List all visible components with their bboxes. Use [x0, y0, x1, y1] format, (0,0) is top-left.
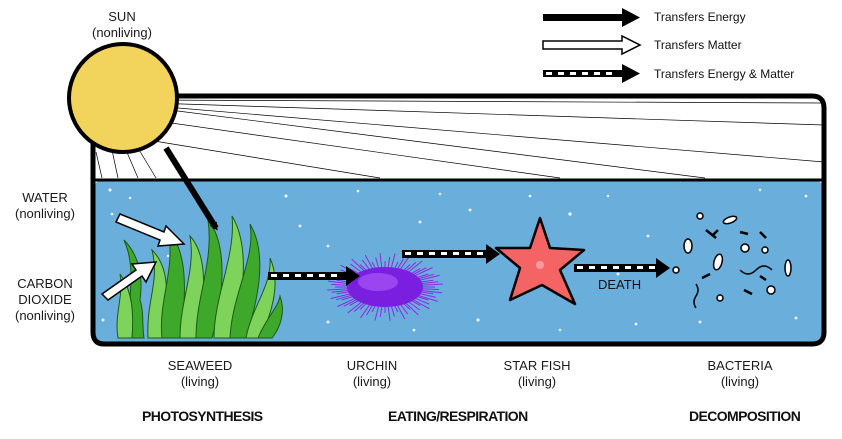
water-body	[93, 180, 824, 342]
matter-arrow-water	[114, 213, 186, 247]
energy-matter-arrow-starfish-bacteria	[574, 258, 670, 278]
legend-energy-arrow	[543, 8, 640, 27]
starfish-icon	[494, 216, 586, 306]
bacteria-status: (living)	[720, 374, 760, 389]
sun-rays	[95, 99, 825, 179]
water-status: (nonliving)	[15, 206, 75, 221]
seaweed-status: (living)	[180, 374, 220, 389]
water-name: WATER	[22, 190, 68, 205]
water-label: WATER (nonliving)	[2, 190, 88, 222]
urchin-name: URCHIN	[346, 358, 398, 373]
energy-arrow-sun-seaweed	[163, 146, 219, 231]
starfish-status: (living)	[517, 374, 557, 389]
bacteria-name: BACTERIA	[707, 358, 773, 373]
legend-energy-label: Transfers Energy	[654, 10, 746, 24]
process-decomposition: DECOMPOSITION	[689, 408, 801, 424]
urchin-icon	[327, 253, 443, 321]
matter-arrow-co2	[100, 261, 158, 301]
starfish-name: STAR FISH	[503, 358, 571, 373]
sun-status: (nonliving)	[92, 25, 152, 40]
aquarium-tank	[90, 93, 827, 347]
sun-label: SUN (nonliving)	[82, 9, 162, 41]
process-photosynthesis: PHOTOSYNTHESIS	[142, 408, 263, 424]
tank-outline	[90, 93, 827, 347]
co2-label: CARBON DIOXIDE (nonliving)	[2, 276, 88, 324]
seaweed-name: SEAWEED	[167, 358, 233, 373]
co2-status: (nonliving)	[15, 308, 75, 323]
legend-matter-arrow	[542, 34, 642, 56]
sun-icon	[67, 42, 179, 154]
legend-matter-label: Transfers Matter	[654, 38, 742, 52]
process-eating-respiration: EATING/RESPIRATION	[388, 408, 528, 424]
legend-energy-matter-arrow	[543, 64, 640, 83]
legend-energy-matter-label: Transfers Energy & Matter	[654, 67, 795, 81]
energy-matter-arrow-urchin-starfish	[402, 244, 500, 264]
starfish-label: STAR FISH (living)	[487, 358, 587, 390]
bacteria-icon	[672, 212, 792, 309]
co2-name-line2: DIOXIDE	[18, 292, 72, 307]
sun-name: SUN	[108, 9, 136, 24]
death-label: DEATH	[598, 277, 642, 292]
seaweed-icon	[116, 215, 283, 339]
urchin-status: (living)	[352, 374, 392, 389]
co2-name-line1: CARBON	[17, 276, 73, 291]
seaweed-label: SEAWEED (living)	[150, 358, 250, 390]
urchin-label: URCHIN (living)	[322, 358, 422, 390]
bacteria-label: BACTERIA (living)	[690, 358, 790, 390]
energy-matter-arrow-seaweed-urchin	[268, 266, 360, 286]
